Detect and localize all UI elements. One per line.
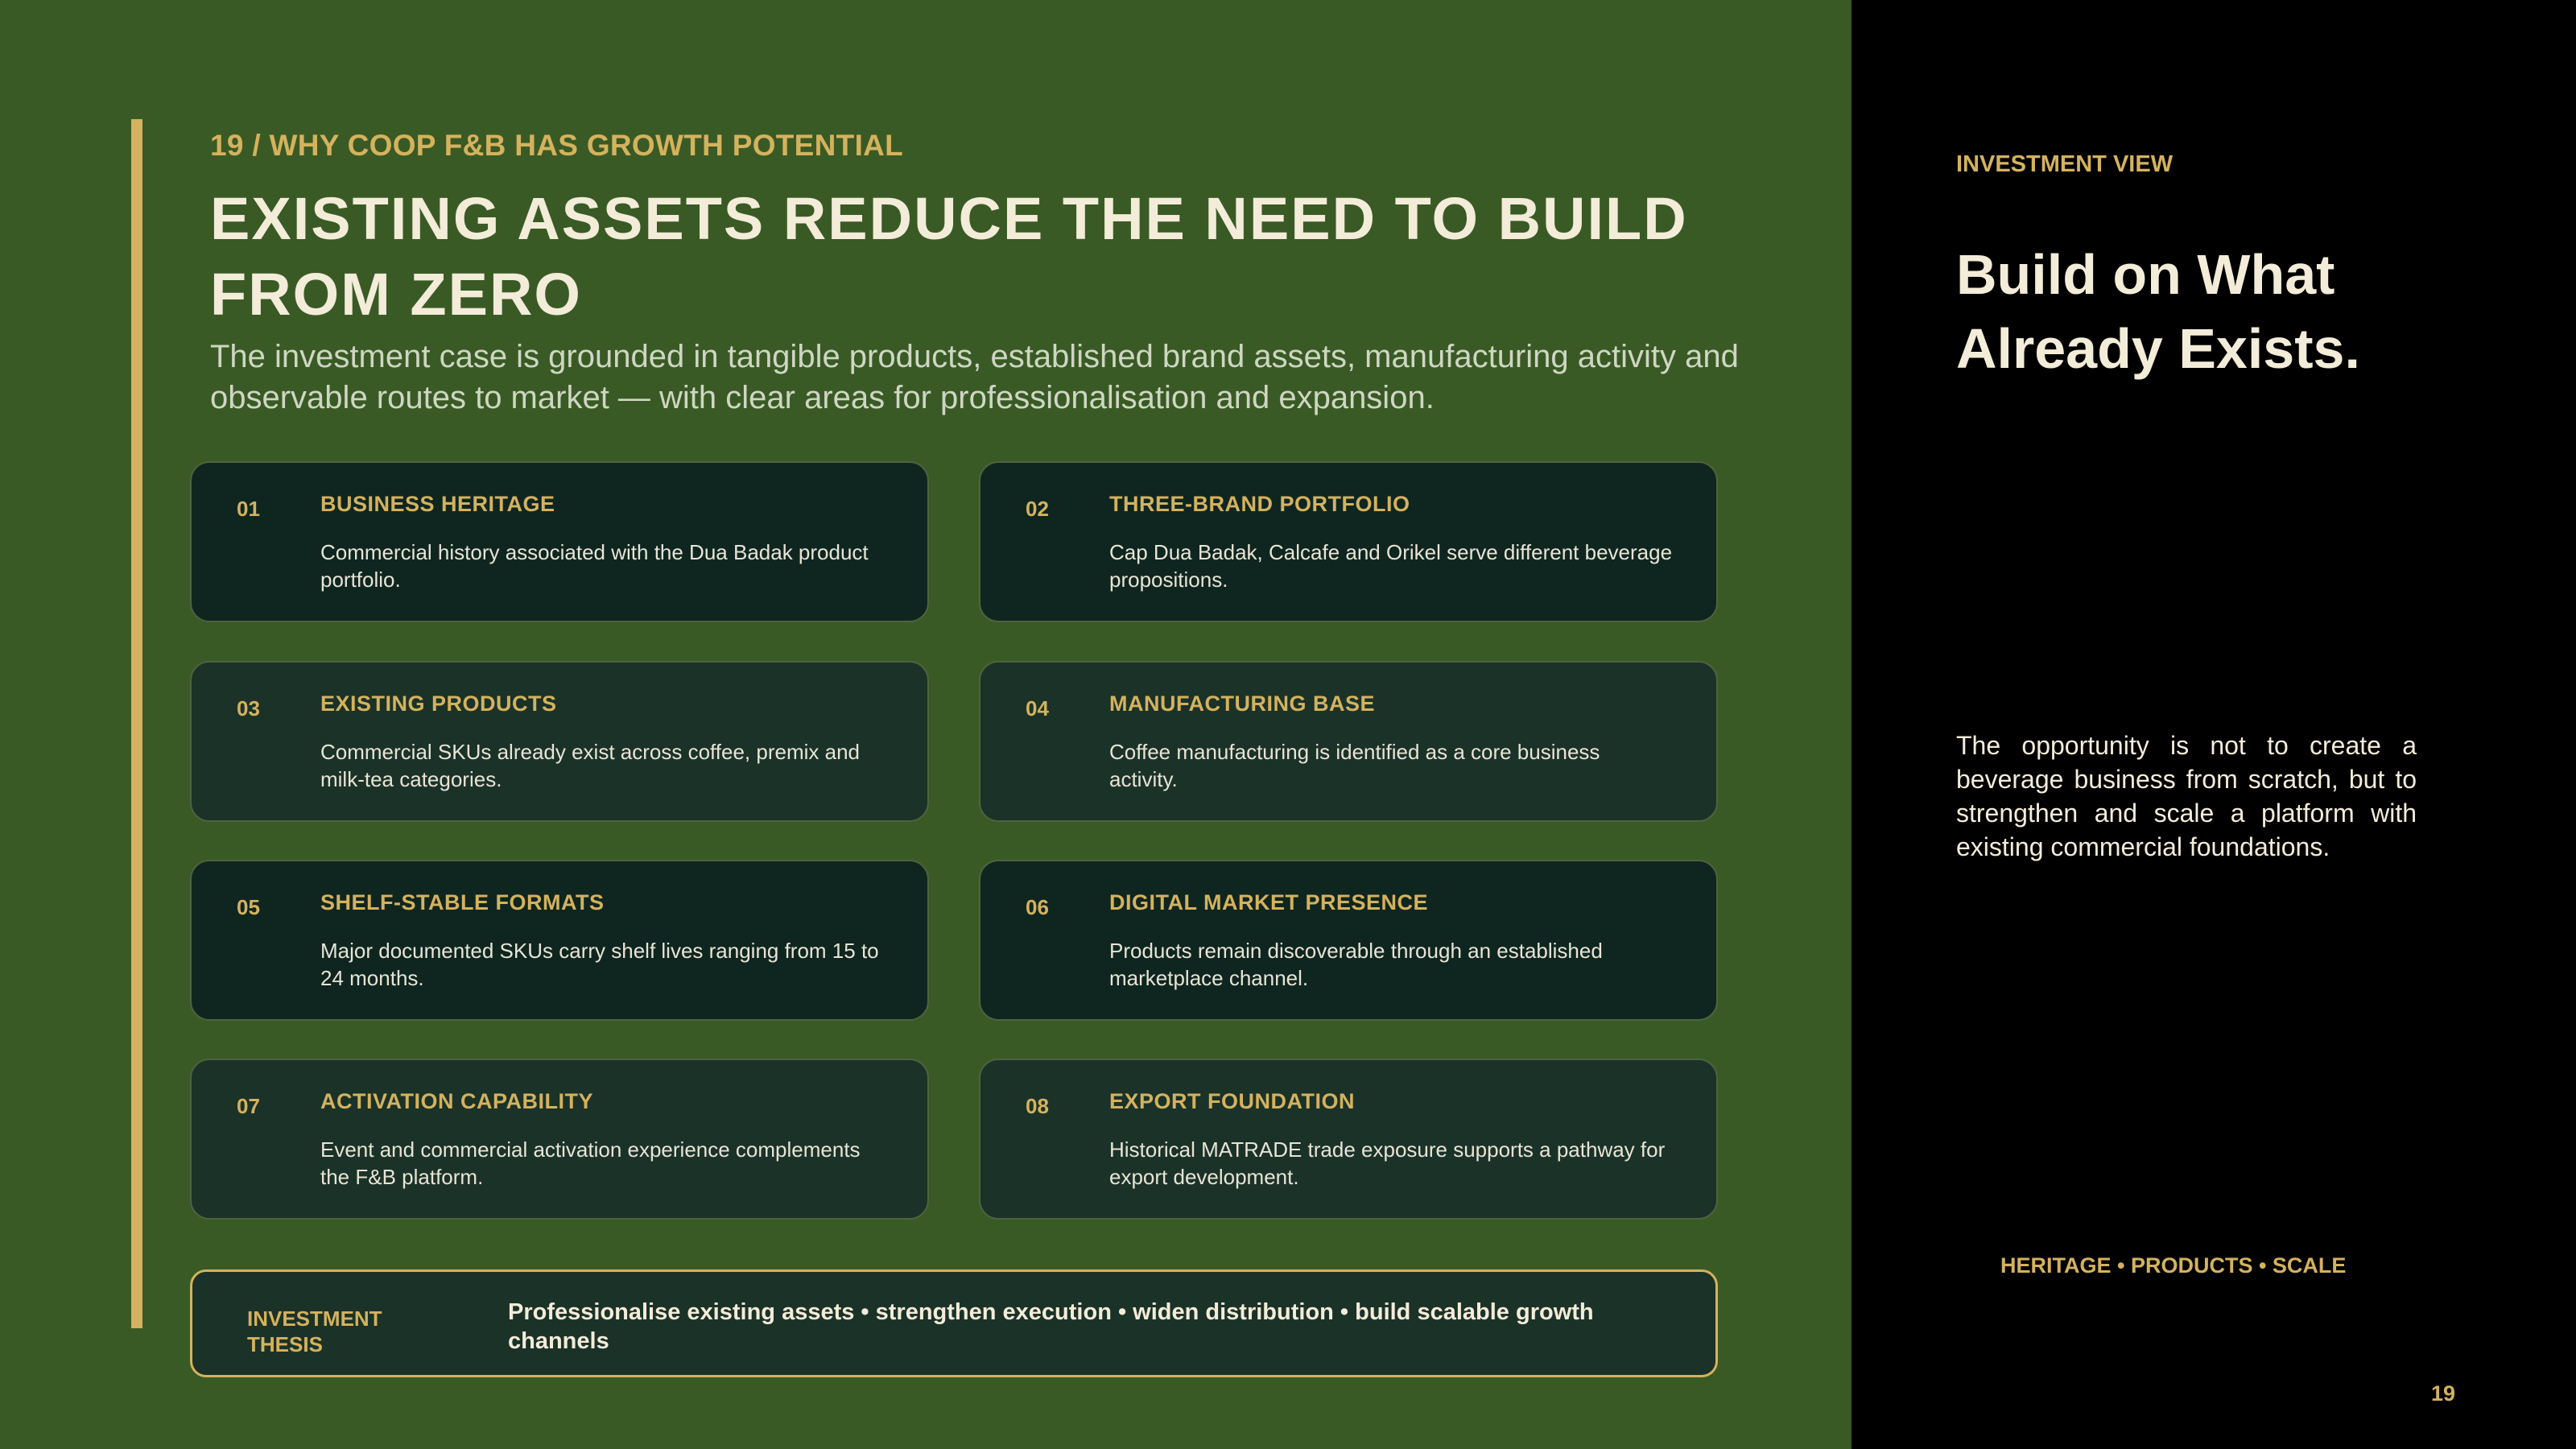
card-title: BUSINESS HERITAGE (320, 492, 555, 516)
card-number: 06 (1026, 895, 1049, 919)
card-title: EXPORT FOUNDATION (1109, 1089, 1355, 1113)
sidebar-eyebrow: INVESTMENT VIEW (1956, 151, 2174, 177)
page-subtitle: The investment case is grounded in tangi… (210, 339, 1739, 415)
card-shelf-stable-formats: 05 SHELF-STABLE FORMATS Major documented… (190, 860, 929, 1021)
card-title: EXISTING PRODUCTS (320, 691, 557, 716)
card-activation-capability: 07 ACTIVATION CAPABILITY Event and comme… (190, 1059, 929, 1220)
card-description: Major documented SKUs carry shelf lives … (320, 939, 879, 990)
card-number: 02 (1026, 497, 1049, 521)
card-description: Coffee manufacturing is identified as a … (1109, 740, 1600, 791)
card-number: 05 (237, 895, 260, 919)
card-title: SHELF-STABLE FORMATS (320, 890, 605, 914)
sidebar-panel: INVESTMENT VIEW Build on What Already Ex… (1852, 0, 2576, 1449)
card-title: THREE-BRAND PORTFOLIO (1109, 492, 1410, 516)
card-number: 04 (1026, 696, 1049, 720)
card-title: ACTIVATION CAPABILITY (320, 1089, 593, 1113)
main-panel: 19 / WHY COOP F&B HAS GROWTH POTENTIAL E… (131, 119, 1739, 1377)
card-existing-products: 03 EXISTING PRODUCTS Commercial SKUs alr… (190, 661, 929, 822)
card-description: Commercial history associated with the D… (320, 540, 869, 592)
card-number: 03 (237, 696, 260, 720)
card-description: Cap Dua Badak, Calcafe and Orikel serve … (1109, 540, 1673, 592)
card-manufacturing-base: 04 MANUFACTURING BASE Coffee manufacturi… (979, 661, 1718, 822)
page-number: 19 (2431, 1381, 2456, 1406)
card-description: Products remain discoverable through an … (1109, 939, 1603, 990)
card-number: 08 (1026, 1094, 1049, 1118)
card-number: 01 (237, 497, 260, 521)
thesis-label: INVESTMENT THESIS (247, 1307, 382, 1356)
card-number: 07 (237, 1094, 260, 1118)
card-three-brand-portfolio: 02 THREE-BRAND PORTFOLIO Cap Dua Badak, … (979, 461, 1718, 622)
card-description: Event and commercial activation experien… (320, 1137, 861, 1189)
card-title: DIGITAL MARKET PRESENCE (1109, 890, 1429, 914)
card-export-foundation: 08 EXPORT FOUNDATION Historical MATRADE … (979, 1059, 1718, 1220)
card-business-heritage: 01 BUSINESS HERITAGE Commercial history … (190, 461, 929, 622)
section-eyebrow: 19 / WHY COOP F&B HAS GROWTH POTENTIAL (210, 129, 904, 162)
card-title: MANUFACTURING BASE (1109, 691, 1375, 716)
sidebar-body: The opportunity is not to create a bever… (1956, 731, 2417, 861)
sidebar-tags: HERITAGE • PRODUCTS • SCALE (2000, 1253, 2347, 1278)
card-description: Historical MATRADE trade exposure suppor… (1109, 1137, 1666, 1189)
investment-thesis-box: INVESTMENT THESIS Professionalise existi… (190, 1269, 1718, 1377)
thesis-text: Professionalise existing assets • streng… (508, 1299, 1594, 1354)
card-description: Commercial SKUs already exist across cof… (320, 740, 860, 791)
card-digital-market-presence: 06 DIGITAL MARKET PRESENCE Products rema… (979, 860, 1718, 1021)
accent-bar (131, 119, 142, 1328)
page-title: EXISTING ASSETS REDUCE THE NEED TO BUILD… (210, 185, 1688, 328)
sidebar-title: Build on What Already Exists. (1956, 243, 2360, 380)
